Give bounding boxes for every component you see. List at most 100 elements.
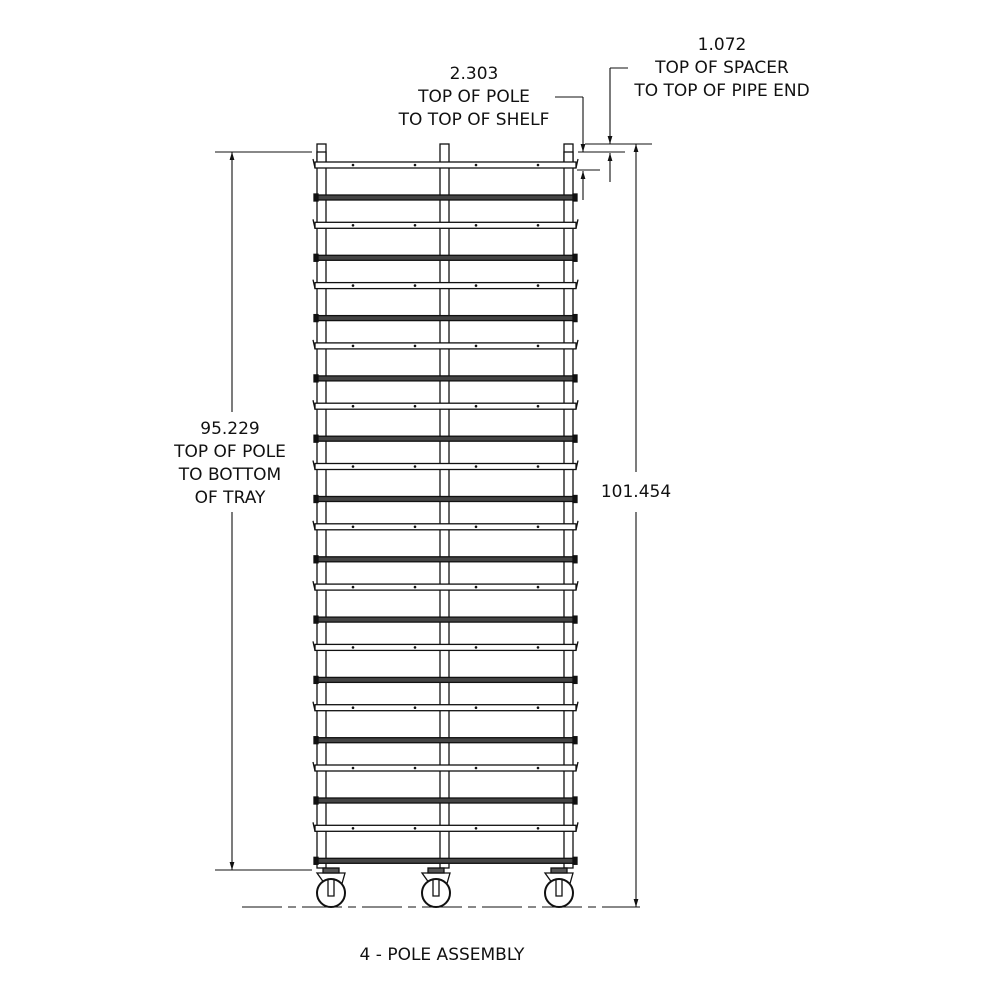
- shelf: [314, 764, 577, 772]
- caster-plate: [550, 867, 568, 874]
- shelf-lip: [312, 279, 579, 289]
- tray-rail: [315, 194, 576, 201]
- rail-end-cap: [572, 253, 578, 262]
- rail-end-cap: [572, 796, 578, 805]
- shelf-rivet: [413, 646, 417, 649]
- pole: [316, 143, 327, 869]
- shelf-rivet: [536, 465, 540, 468]
- dimension-note: TOP OF POLE: [418, 87, 530, 107]
- shelf-lip: [312, 219, 579, 229]
- dimension-note: OF TRAY: [194, 488, 266, 508]
- shelf-rivet: [351, 224, 355, 227]
- rail-end-cap: [572, 736, 578, 745]
- shelf-rivet: [474, 525, 478, 529]
- shelf-rivet: [351, 706, 355, 709]
- dimension-value: 95.229: [200, 419, 260, 439]
- rail-end-cap: [572, 856, 578, 865]
- shelf-lip: [312, 822, 579, 832]
- rail-end-cap: [313, 313, 319, 323]
- rail-end-cap: [572, 374, 578, 383]
- pole: [439, 143, 450, 869]
- caster-axle: [327, 880, 335, 897]
- rail-end-cap: [572, 434, 578, 443]
- shelf-rivet: [536, 766, 540, 770]
- tray-rail: [315, 737, 576, 744]
- shelf-rivet: [536, 646, 540, 649]
- rail-end-cap: [572, 675, 578, 685]
- rail-end-cap: [313, 796, 319, 805]
- dimension-value: 1.072: [697, 35, 747, 55]
- shelf-lip: [312, 339, 579, 350]
- shelf-rivet: [474, 344, 478, 348]
- overall-dimension-label: 101.454: [600, 481, 672, 504]
- dimension-note: TO TOP OF PIPE END: [634, 81, 810, 101]
- shelf-rivet: [474, 706, 478, 709]
- shelf-rivet: [351, 766, 355, 770]
- shelf: [314, 643, 577, 652]
- dimension-note: TOP OF SPACER: [655, 58, 789, 78]
- shelf-rivet: [351, 585, 355, 589]
- tray-rail: [315, 797, 576, 804]
- shelf: [314, 161, 577, 169]
- shelf-lip: [312, 701, 579, 711]
- shelf-rivet: [474, 163, 478, 167]
- shelf-rivet: [413, 404, 417, 408]
- rail-end-cap: [313, 434, 319, 443]
- rail-end-cap: [313, 253, 319, 262]
- caster-plate: [322, 867, 340, 874]
- shelf-rivet: [351, 525, 355, 529]
- spacer-dimension-label: 1.072 TOP OF SPACER TO TOP OF PIPE END: [634, 34, 809, 103]
- shelf-rivet: [351, 404, 355, 408]
- rail-end-cap: [313, 494, 319, 504]
- rail-end-cap: [572, 313, 578, 323]
- rail-end-cap: [313, 555, 319, 564]
- shelf: [314, 824, 577, 832]
- rail-end-cap: [572, 193, 578, 202]
- shelf-rivet: [536, 404, 540, 408]
- shelf-rivet: [413, 766, 417, 770]
- tray-rail: [315, 676, 576, 684]
- shelf-rivet: [474, 827, 478, 830]
- tray-rail: [315, 616, 576, 623]
- rail-end-cap: [313, 374, 319, 383]
- shelf-rivet: [536, 163, 540, 167]
- dimension-note: TO TOP OF SHELF: [398, 110, 550, 130]
- shelf: [314, 221, 577, 229]
- caster-wheel: [544, 878, 574, 908]
- shelf-rivet: [413, 827, 417, 830]
- shelf-rivet: [474, 766, 478, 770]
- shelf-rivet: [536, 224, 540, 227]
- shelf: [314, 281, 577, 290]
- tray-rail: [315, 556, 576, 563]
- shelf: [314, 402, 577, 410]
- shelf-rivet: [536, 525, 540, 529]
- tray-rail: [315, 375, 576, 382]
- rail-end-cap: [313, 675, 319, 685]
- shelf-rivet: [351, 163, 355, 167]
- shelf-rivet: [536, 344, 540, 348]
- rail-end-cap: [572, 555, 578, 564]
- shelf-rivet: [413, 344, 417, 348]
- shelf-rivet: [351, 646, 355, 649]
- shelf-lip: [312, 158, 579, 169]
- shelf-rivet: [413, 224, 417, 227]
- tray-rail: [315, 495, 576, 503]
- shelf-rivet: [351, 827, 355, 830]
- caster-plate: [427, 867, 445, 874]
- shelf: [314, 342, 577, 350]
- drawing-caption: 4 - POLE ASSEMBLY: [359, 945, 525, 965]
- shelf-rivet: [474, 646, 478, 649]
- shelf-rivet: [536, 284, 540, 287]
- shelf-rivet: [413, 706, 417, 709]
- shelf-lip: [312, 460, 579, 470]
- shelf-rivet: [351, 284, 355, 287]
- shelf-rivet: [351, 344, 355, 348]
- rail-end-cap: [572, 615, 578, 624]
- shelf-rivet: [536, 827, 540, 830]
- shelf: [314, 583, 577, 591]
- tray-rail: [315, 314, 576, 322]
- caster-wheel: [421, 878, 451, 908]
- dimension-value: 101.454: [600, 482, 672, 502]
- shelf-rivet: [413, 284, 417, 287]
